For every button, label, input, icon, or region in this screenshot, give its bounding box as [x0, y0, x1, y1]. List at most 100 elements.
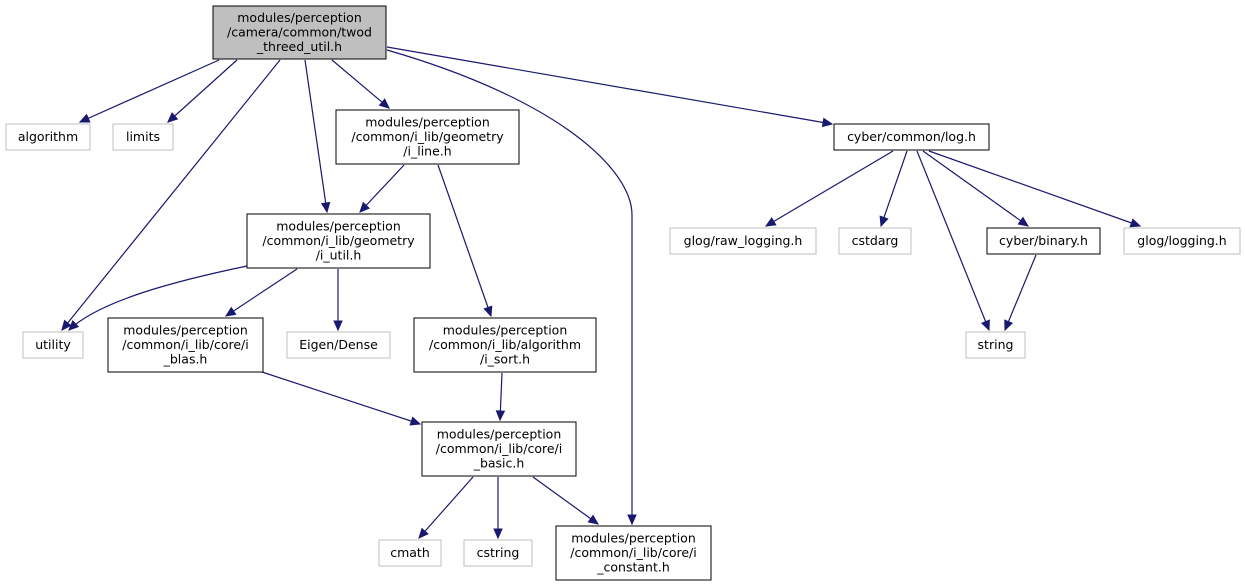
arrowhead — [224, 306, 237, 317]
node-label-line: modules/perception — [571, 530, 696, 545]
node-box — [286, 331, 391, 359]
edge-log-to-logging — [928, 150, 1142, 228]
node-cmath[interactable]: cmath — [378, 539, 442, 567]
arrowhead — [378, 98, 390, 109]
arrowhead — [320, 201, 331, 214]
node-label-line: limits — [126, 129, 160, 144]
arrowhead — [879, 215, 889, 228]
arrowhead — [587, 514, 599, 525]
node-cstring[interactable]: cstring — [463, 539, 533, 567]
edge-i_basic-to-cstring — [493, 477, 503, 540]
arrowhead — [409, 416, 422, 426]
edge-root-to-log — [386, 46, 834, 128]
edge-root-to-limits — [167, 59, 238, 123]
node-label-line: /camera/common/twod — [227, 24, 372, 39]
arrowhead — [821, 117, 834, 128]
node-i-sort[interactable]: modules/perception/common/i_lib/algorith… — [413, 317, 597, 373]
arrowhead — [359, 201, 370, 213]
arrowhead — [764, 217, 777, 227]
node-label-line: _threed_util.h — [256, 39, 342, 54]
node-i-basic[interactable]: modules/perception/common/i_lib/core/i_b… — [421, 421, 577, 477]
node-label-line: glog/logging.h — [1137, 233, 1226, 248]
edge-i_basic-to-i_constant — [532, 476, 599, 525]
arrowhead — [167, 112, 179, 123]
edge-i_line-to-i_util — [359, 164, 405, 213]
arrowhead — [333, 320, 343, 332]
node-label-line: cstring — [477, 545, 520, 560]
node-label-line: Eigen/Dense — [299, 337, 378, 352]
node-label-line: _basic.h — [473, 455, 525, 470]
edge-root-to-algorithm — [78, 59, 220, 123]
node-label-line: modules/perception — [276, 218, 401, 233]
node-box — [838, 227, 912, 255]
node-eigen[interactable]: Eigen/Dense — [286, 331, 391, 359]
edge-binary-to-string — [1004, 254, 1037, 332]
node-label-line: /i_util.h — [316, 247, 362, 262]
node-label-line: /i_sort.h — [480, 351, 530, 366]
node-log[interactable]: cyber/common/log.h — [833, 123, 990, 151]
arrowhead — [418, 527, 429, 539]
node-limits[interactable]: limits — [112, 123, 174, 151]
node-box — [1123, 227, 1241, 255]
node-utility[interactable]: utility — [22, 331, 84, 359]
node-label-line: /common/i_lib/algorithm — [429, 337, 581, 352]
node-label-line: string — [978, 337, 1014, 352]
arrowhead — [78, 113, 91, 123]
node-raw-logging[interactable]: glog/raw_logging.h — [669, 227, 817, 255]
node-label-line: utility — [35, 337, 71, 352]
node-box — [986, 227, 1101, 255]
node-label-line: /common/i_lib/geometry — [351, 129, 504, 144]
node-box — [463, 539, 533, 567]
node-label-line: modules/perception — [437, 426, 562, 441]
node-box — [246, 213, 431, 269]
node-box — [212, 5, 387, 60]
node-cstdarg[interactable]: cstdarg — [838, 227, 912, 255]
node-box — [107, 317, 264, 373]
node-i-blas[interactable]: modules/perception/common/i_lib/core/i_b… — [107, 317, 264, 373]
edge-root-to-i_util — [304, 59, 331, 214]
edge-log-to-cstdarg — [879, 150, 908, 228]
node-root[interactable]: modules/perception/camera/common/twod_th… — [212, 5, 387, 60]
edge-i_line-to-i_sort — [437, 164, 493, 318]
node-i-constant[interactable]: modules/perception/common/i_lib/core/i_c… — [555, 525, 712, 581]
edge-i_sort-to-i_basic — [495, 372, 506, 422]
node-label-line: cmath — [390, 545, 430, 560]
arrowhead — [1129, 218, 1142, 228]
node-box — [378, 539, 442, 567]
arrowhead — [68, 319, 80, 331]
node-algorithm[interactable]: algorithm — [5, 123, 91, 151]
node-i-line[interactable]: modules/perception/common/i_lib/geometry… — [335, 109, 520, 165]
node-i-util[interactable]: modules/perception/common/i_lib/geometry… — [246, 213, 431, 269]
node-label-line: cyber/binary.h — [999, 233, 1088, 248]
node-logging[interactable]: glog/logging.h — [1123, 227, 1241, 255]
node-label-line: _blas.h — [163, 351, 208, 366]
node-label-line: modules/perception — [365, 114, 490, 129]
node-label-line: cstdarg — [852, 233, 899, 248]
node-box — [335, 109, 520, 165]
edge-root-to-utility — [61, 59, 281, 331]
node-label-line: /common/i_lib/core/i — [570, 545, 696, 560]
node-label-line: /common/i_lib/core/i — [122, 337, 248, 352]
edge-root-to-i_line — [331, 59, 390, 109]
edge-root-to-i_constant — [386, 49, 637, 526]
edge-i_util-to-i_blas — [224, 268, 298, 317]
node-box — [112, 123, 174, 151]
arrowhead — [493, 528, 503, 540]
arrowhead — [1004, 319, 1014, 332]
edge-log-to-string — [916, 150, 990, 332]
node-string[interactable]: string — [965, 331, 1026, 359]
node-box — [555, 525, 712, 581]
arrowhead — [627, 514, 637, 526]
node-box — [833, 123, 990, 151]
node-label-line: /common/i_lib/geometry — [262, 233, 415, 248]
arrowhead — [483, 305, 493, 318]
arrowhead — [981, 319, 990, 332]
edge-i_blas-to-i_basic — [261, 371, 422, 426]
node-box — [5, 123, 91, 151]
node-binary[interactable]: cyber/binary.h — [986, 227, 1101, 255]
edge-i_util-to-utility — [68, 265, 248, 331]
node-label-line: modules/perception — [123, 322, 248, 337]
node-label-line: glog/raw_logging.h — [684, 233, 803, 248]
node-box — [22, 331, 84, 359]
